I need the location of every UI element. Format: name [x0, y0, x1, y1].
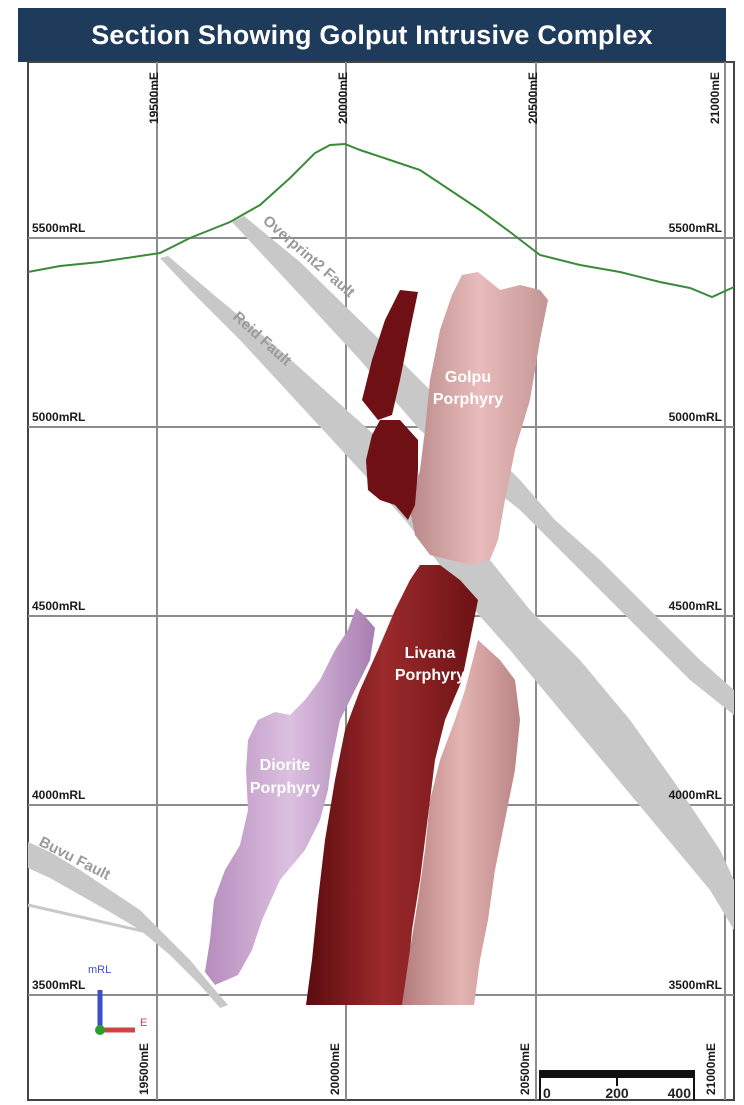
- golpu-porphyry-body: [410, 272, 548, 565]
- middle-red-dyke: [366, 420, 418, 520]
- rl-label-left-3500: 3500mRL: [32, 978, 85, 992]
- livana-label-line1: Livana: [405, 645, 456, 662]
- rl-label-left-5500: 5500mRL: [32, 221, 85, 235]
- easting-label-bottom-19500: 19500mE: [137, 1043, 151, 1095]
- easting-label-top-20500: 20500mE: [526, 72, 540, 124]
- topography-line: [27, 142, 735, 299]
- lower-pink-body: [402, 640, 520, 1005]
- upper-red-dyke: [362, 290, 418, 420]
- rl-label-left-4000: 4000mRL: [32, 788, 85, 802]
- section-frame: [27, 61, 735, 1101]
- rl-label-right-4000: 4000mRL: [669, 788, 722, 802]
- rl-label-left-4500: 4500mRL: [32, 599, 85, 613]
- easting-label-top-19500: 19500mE: [147, 72, 161, 124]
- axis-origin-dot: [95, 1025, 105, 1035]
- buvu-fault-splay: [27, 903, 161, 937]
- buvu-fault: [28, 842, 228, 1008]
- easting-label-top-20000: 20000mE: [336, 72, 350, 124]
- scale-bar: 0 200 400: [539, 1070, 695, 1101]
- rl-label-right-5500: 5500mRL: [669, 221, 722, 235]
- axis-triad: mRL E: [88, 964, 147, 1035]
- golpu-label-line1: Golpu: [445, 369, 491, 386]
- easting-label-top-21000: 21000mE: [708, 72, 722, 124]
- livana-label-line2: Porphyry: [395, 667, 465, 684]
- livana-porphyry-body: [306, 565, 478, 1005]
- easting-label-bottom-20000: 20000mE: [328, 1043, 342, 1095]
- easting-label-bottom-21000: 21000mE: [704, 1043, 718, 1095]
- rl-label-right-4500: 4500mRL: [669, 599, 722, 613]
- diorite-porphyry-body: [205, 608, 375, 985]
- axis-right-label: E: [140, 1017, 147, 1029]
- title-bar: Section Showing Golput Intrusive Complex: [18, 8, 726, 62]
- rl-label-right-5000: 5000mRL: [669, 410, 722, 424]
- page-title: Section Showing Golput Intrusive Complex: [91, 19, 653, 50]
- scale-label-0: 0: [543, 1085, 551, 1101]
- rl-label-right-3500: 3500mRL: [669, 978, 722, 992]
- golpu-label-line2: Porphyry: [433, 391, 503, 408]
- easting-label-bottom-20500: 20500mE: [518, 1043, 532, 1095]
- scale-label-200: 200: [605, 1085, 629, 1101]
- rl-label-left-5000: 5000mRL: [32, 410, 85, 424]
- scale-label-400: 400: [668, 1085, 692, 1101]
- diorite-label-line1: Diorite: [260, 757, 311, 774]
- axis-up-label: mRL: [88, 964, 111, 976]
- scale-bar-segment: [540, 1070, 694, 1078]
- diorite-label-line2: Porphyry: [250, 780, 320, 797]
